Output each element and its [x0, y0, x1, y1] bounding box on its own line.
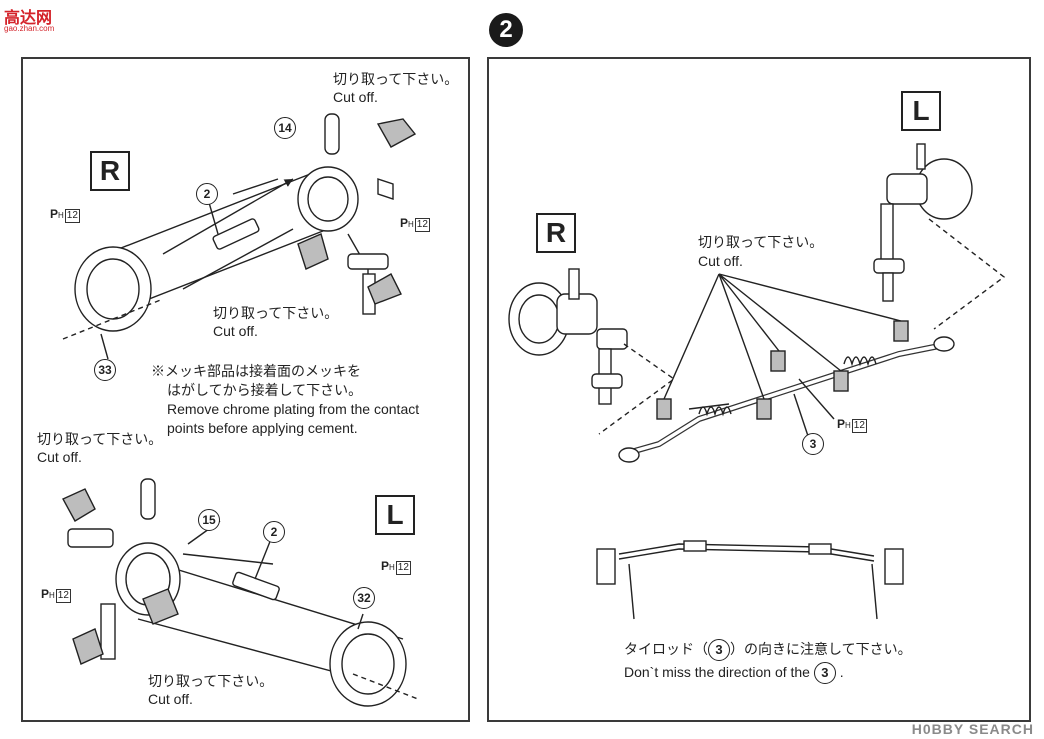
cut-off-en-text: Cut off.	[698, 253, 743, 269]
cut-off-en-text: Cut off.	[213, 323, 258, 339]
chrome-note-en-line1: Remove chrome plating from the contact	[167, 401, 420, 417]
side-label-R: R	[90, 151, 130, 191]
watermark: H0BBY SEARCH	[911, 721, 1034, 737]
part-number-14: 14	[274, 117, 296, 139]
part-number-3: 3	[802, 433, 824, 455]
cut-off-jp-text: 切り取って下さい。	[333, 71, 459, 87]
direction-note-en: Don`t miss the direction of the 3 .	[624, 662, 844, 684]
part-number-2: 2	[196, 183, 218, 205]
cut-off-en-text: Cut off.	[333, 89, 378, 105]
logo-subtext: gao.zhan.com	[4, 24, 55, 33]
part-number-32: 32	[353, 587, 375, 609]
logo-text: 高达网	[4, 8, 53, 27]
cut-off-jp-text: 切り取って下さい。	[698, 234, 824, 250]
side-label-L: L	[375, 495, 415, 535]
side-label-L: L	[901, 91, 941, 131]
part-number-33: 33	[94, 359, 116, 381]
part-number-15: 15	[198, 509, 220, 531]
cut-off-jp-text: 切り取って下さい。	[37, 431, 163, 447]
chrome-note-jp-line2: はがしてから接着して下さい。	[167, 382, 363, 398]
chrome-note-en-line2: points before applying cement.	[167, 420, 358, 436]
chrome-note-jp-line1: ※メッキ部品は接着面のメッキを	[151, 363, 361, 379]
step-number-badge: 2	[489, 13, 523, 47]
part-number-2: 2	[263, 521, 285, 543]
right-assembly-illustration	[508, 143, 1006, 620]
left-instruction-panel: R 切り取って下さい。 Cut off. 14 2 33 切り取って下さい。 C…	[21, 57, 470, 722]
direction-note-jp: タイロッド（3）の向きに注意して下さい。	[624, 639, 912, 661]
cut-off-jp-text: 切り取って下さい。	[213, 305, 339, 321]
cut-off-en-text: Cut off.	[148, 691, 193, 707]
left-assembly-illustration	[62, 113, 419, 707]
side-label-R: R	[536, 213, 576, 253]
site-logo: 高达网 gao.zhan.com	[4, 4, 76, 44]
cut-off-jp-text: 切り取って下さい。	[148, 673, 274, 689]
cut-off-en-text: Cut off.	[37, 449, 82, 465]
